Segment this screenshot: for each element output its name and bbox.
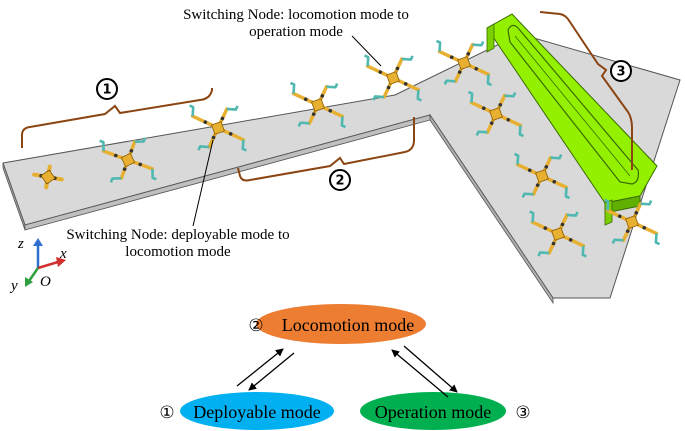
bracket-stage-2	[237, 117, 415, 182]
switch-top-pointer	[351, 35, 382, 67]
deployable-mode-ellipse	[180, 392, 334, 430]
locomotion-mode-ellipse	[256, 304, 426, 344]
platform-right-edge	[429, 113, 554, 305]
y-axis-head	[25, 277, 33, 287]
platform	[2, 33, 681, 305]
robot-6	[435, 39, 493, 87]
coordinate-axes: z x y O	[9, 236, 67, 294]
locomotion-mode-label: Locomotion mode	[282, 315, 414, 335]
operation-track	[486, 13, 658, 226]
switch-bottom-line2: locomotion mode	[125, 244, 231, 260]
stage-marker-1: 1	[96, 78, 118, 100]
deployable-mode-label: Deployable mode	[193, 402, 320, 422]
stage-brackets	[21, 11, 633, 182]
deployable-mode-number: ①	[159, 403, 174, 423]
track-groove-inner	[514, 35, 631, 177]
stage-marker-3: 3	[610, 60, 632, 82]
y-axis-arrow	[27, 267, 40, 282]
switch-bottom-pointer	[192, 139, 214, 227]
track-groove	[507, 24, 639, 185]
operation-mode-number: ③	[515, 403, 530, 423]
robot-3	[189, 104, 247, 152]
arrow-locomotion-to-operation	[403, 345, 458, 393]
z-axis-head	[33, 238, 43, 246]
y-axis-label: y	[9, 278, 18, 294]
switch-top-line2: operation mode	[249, 24, 343, 40]
stage-marker-1-text: 1	[102, 83, 111, 98]
stage-marker-2: 2	[329, 169, 351, 191]
robots-layer	[32, 39, 661, 258]
robot-8	[513, 152, 571, 200]
robot-4	[289, 81, 347, 129]
operation-mode-ellipse	[360, 392, 506, 430]
mode-transition-diagram: ② Locomotion mode ① Deployable mode Oper…	[159, 304, 531, 430]
x-axis-label: x	[59, 246, 67, 262]
operation-mode-label: Operation mode	[375, 402, 491, 422]
stage-marker-3-text: 3	[616, 65, 625, 80]
track-leg-left	[486, 23, 495, 53]
x-axis-arrow	[37, 260, 59, 270]
locomotion-mode-number: ②	[248, 316, 263, 336]
arrow-deployable-to-locomotion	[236, 348, 284, 387]
platform-top-face	[2, 33, 681, 299]
x-axis-head	[56, 257, 66, 267]
robot-5	[364, 54, 422, 102]
switch-bottom-line1: Switching Node: deployable mode to	[66, 227, 289, 243]
origin-label: O	[40, 274, 51, 290]
robot-1	[32, 164, 64, 190]
stage-marker-2-text: 2	[335, 174, 344, 189]
annotation-switch-bottom: Switching Node: deployable mode to locom…	[66, 139, 290, 260]
annotation-switch-top: Switching Node: locomotion mode to opera…	[183, 7, 409, 67]
bracket-stage-3	[539, 11, 633, 170]
robot-9	[529, 210, 587, 258]
robot-7	[467, 90, 525, 138]
robot-2	[99, 137, 157, 183]
robot-10	[603, 198, 661, 246]
bracket-stage-1	[21, 88, 213, 148]
arrow-operation-to-locomotion	[391, 349, 449, 398]
switch-top-line1: Switching Node: locomotion mode to	[183, 7, 409, 23]
arrow-locomotion-to-deployable	[248, 352, 295, 391]
track-top	[486, 13, 658, 204]
z-axis-label: z	[17, 236, 24, 252]
